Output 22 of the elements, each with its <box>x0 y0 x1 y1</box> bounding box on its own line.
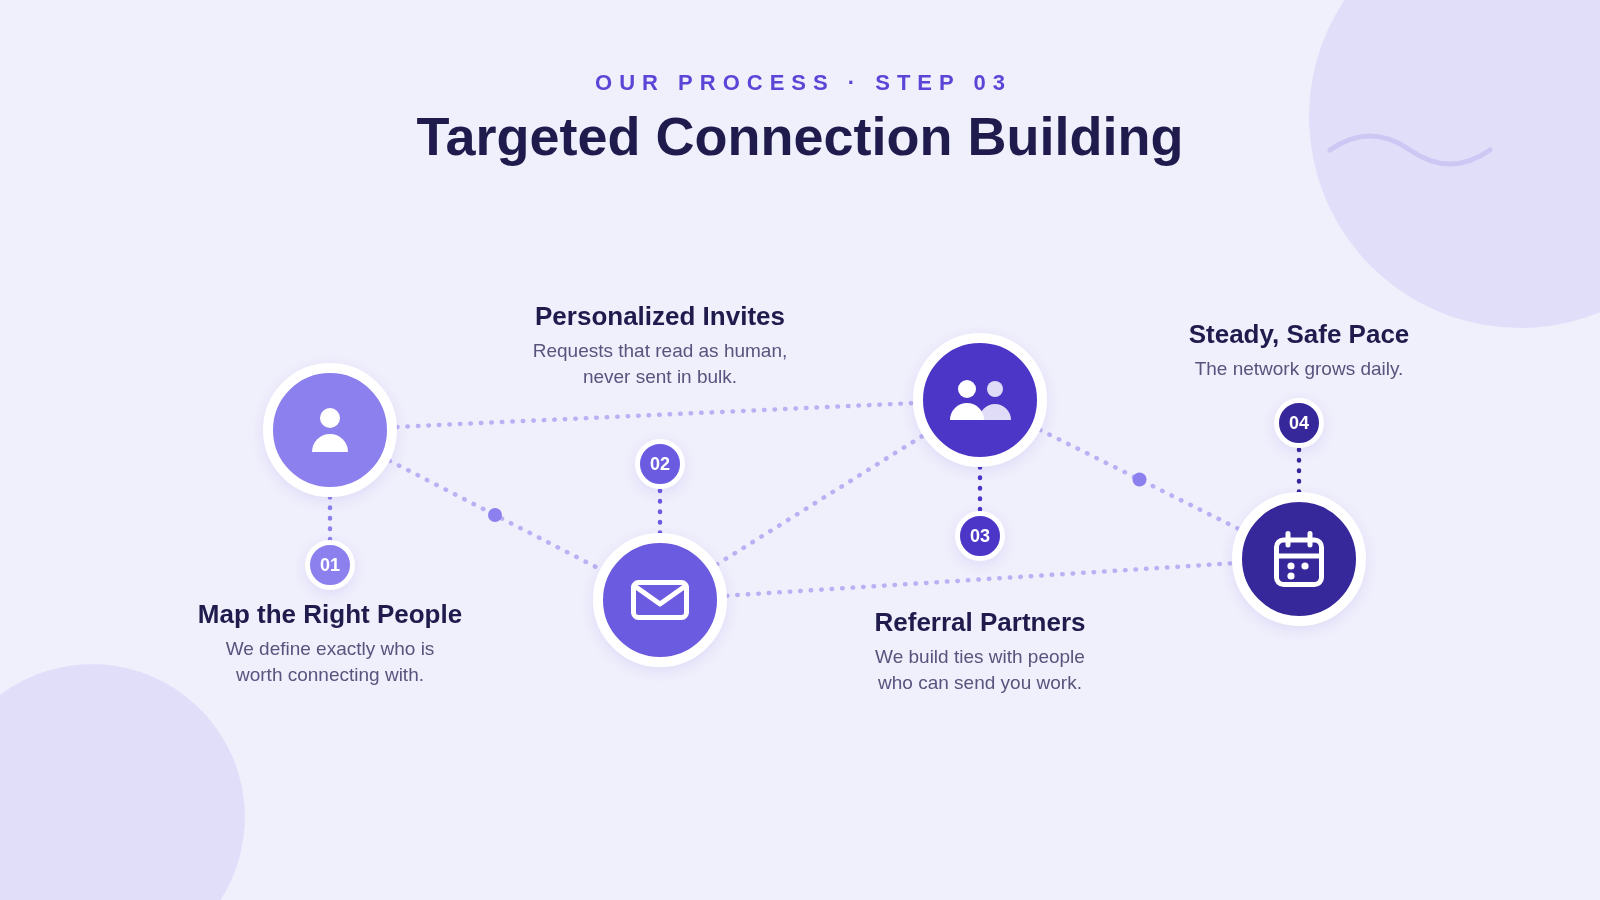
dotted-connector <box>657 486 663 536</box>
step-title: Referral Partners <box>874 606 1086 638</box>
dotted-connector <box>394 400 916 430</box>
dotted-connector <box>1296 445 1302 495</box>
dotted-connector <box>1037 427 1242 532</box>
step-description: The network grows daily. <box>1194 357 1404 381</box>
step-number-badge: 02 <box>635 439 685 489</box>
step-number-badge: 04 <box>1274 398 1324 448</box>
step-description: We define exactly who is worth connecting with. <box>224 637 436 687</box>
step-title: Map the Right People <box>197 598 463 630</box>
step-title: Steady, Safe Pace <box>1188 318 1410 350</box>
step-number-badge: 01 <box>305 540 355 590</box>
dotted-connector <box>714 433 926 567</box>
step-description: We build ties with people who can send you work. <box>874 645 1086 695</box>
step-title: Personalized Invites <box>535 300 785 332</box>
section-eyebrow: OUR PROCESS · STEP 03 <box>594 70 1012 96</box>
dotted-connector <box>327 494 333 543</box>
dotted-connector <box>724 561 1235 598</box>
page-title: Targeted Connection Building <box>416 105 1184 168</box>
step-description: Requests that read as human, never sent in bulk. <box>531 339 789 389</box>
dotted-connector <box>977 464 983 514</box>
step-number-badge: 03 <box>955 511 1005 561</box>
